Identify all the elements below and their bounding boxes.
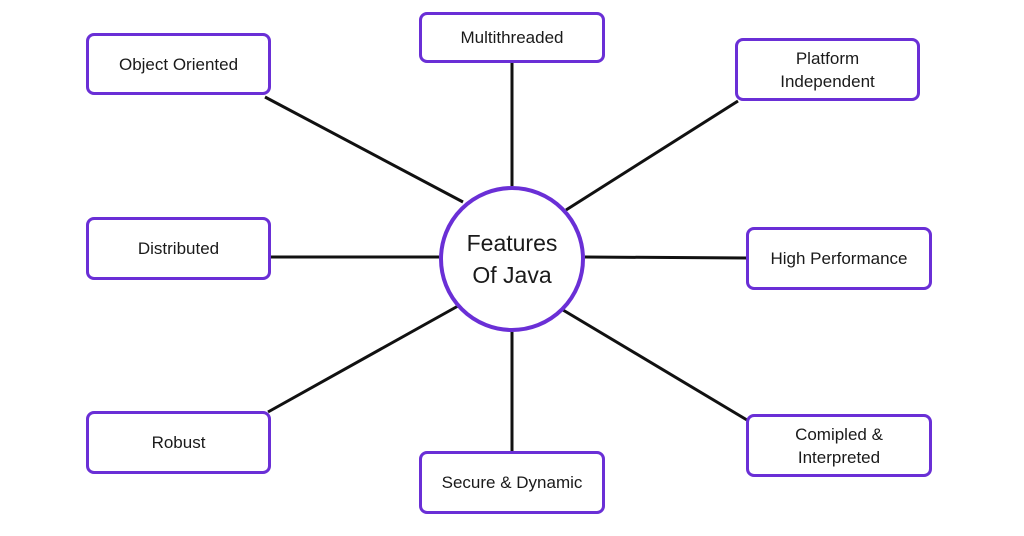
- connector-object-oriented: [264, 95, 464, 204]
- node-object-oriented: Object Oriented: [86, 33, 271, 95]
- node-platform-independent: Platform Independent: [735, 38, 920, 101]
- node-high-performance: High Performance: [746, 227, 932, 290]
- node-distributed: Distributed: [86, 217, 271, 280]
- node-compiled-interpreted-line-1: Comipled &: [795, 424, 883, 444]
- node-multithreaded: Multithreaded: [419, 12, 605, 63]
- node-distributed-label: Distributed: [137, 239, 220, 258]
- node-multithreaded-label: Multithreaded: [460, 28, 564, 47]
- node-high-performance-label: High Performance: [770, 249, 908, 268]
- node-compiled-interpreted: Comipled & Interpreted: [746, 414, 932, 477]
- node-robust: Robust: [86, 411, 271, 474]
- node-compiled-interpreted-line-2: Interpreted: [797, 447, 881, 467]
- central-topic-line-1: Features: [466, 230, 558, 256]
- node-platform-independent-line-2: Independent: [780, 71, 875, 91]
- node-secure-dynamic: Secure & Dynamic: [419, 451, 605, 514]
- connector-robust: [267, 304, 459, 414]
- central-topic-circle: Features Of Java: [439, 186, 585, 332]
- connector-platform-independent: [565, 99, 739, 212]
- node-platform-independent-line-1: Platform: [795, 48, 860, 68]
- node-object-oriented-label: Object Oriented: [118, 54, 239, 74]
- connector-high-performance: [584, 255, 748, 260]
- central-topic-line-2: Of Java: [472, 262, 552, 288]
- node-robust-label: Robust: [151, 433, 206, 452]
- node-secure-dynamic-label: Secure & Dynamic: [441, 473, 583, 492]
- connector-compiled-interpreted: [562, 308, 748, 422]
